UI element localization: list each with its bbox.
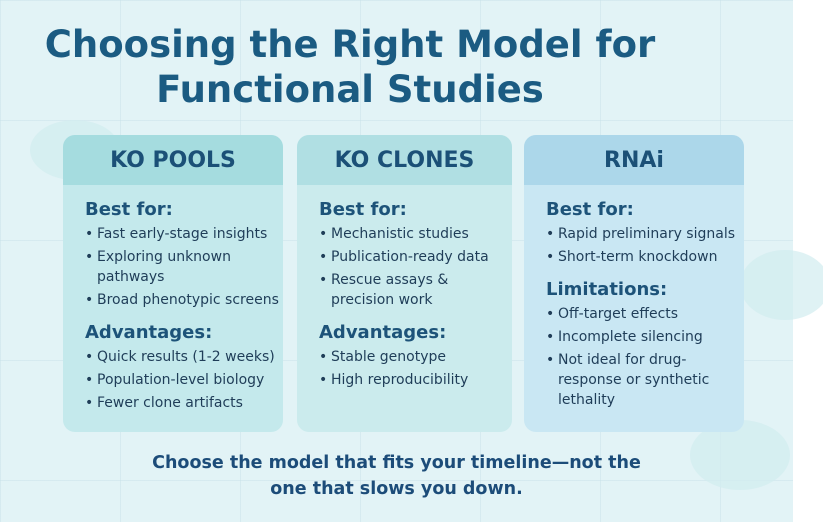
title-line: Choosing the Right Model for (44, 23, 656, 66)
list-item: Mechanistic studies (319, 224, 512, 244)
background-blob (740, 250, 823, 320)
bullet-list: Mechanistic studiesPublication-ready dat… (319, 224, 512, 310)
list-item: Incomplete silencing (546, 327, 744, 347)
list-item: Stable genotype (319, 347, 512, 367)
list-item: Fewer clone artifacts (85, 393, 283, 413)
list-item: Population-level biology (85, 370, 283, 390)
section-heading: Best for: (546, 199, 634, 220)
bullet-list: Stable genotypeHigh reproducibility (319, 347, 512, 390)
card-body: Best for: Mechanistic studiesPublication-… (297, 185, 512, 390)
list-item: Off-target effects (546, 304, 744, 324)
card-header: KO POOLS (63, 135, 283, 185)
section-heading: Best for: (85, 199, 173, 220)
list-item: Quick results (1-2 weeks) (85, 347, 283, 367)
bullet-list: Fast early-stage insightsExploring unkno… (85, 224, 283, 310)
list-item: Exploring unknown pathways (85, 247, 283, 287)
list-item: Not ideal for drug-response or synthetic… (546, 350, 744, 410)
bullet-list: Rapid preliminary signalsShort-term knoc… (546, 224, 744, 267)
section-heading: Advantages: (85, 322, 213, 343)
list-item: High reproducibility (319, 370, 512, 390)
bullet-list: Quick results (1-2 weeks) Population-leve… (85, 347, 283, 413)
card-body: Best for: Rapid preliminary signalsShort-… (524, 185, 744, 410)
list-item: Rapid preliminary signals (546, 224, 744, 244)
list-item: Fast early-stage insights (85, 224, 283, 244)
ko-pools-card: KO POOLS Best for: Fast early-stage insigh… (63, 135, 283, 432)
section-heading: Limitations: (546, 279, 668, 300)
section-heading: Best for: (319, 199, 407, 220)
title-line: Functional Studies (156, 68, 544, 111)
list-item: Broad phenotypic screens (85, 290, 283, 310)
bullet-list: Off-target effectsIncomplete silencingNo… (546, 304, 744, 410)
card-body: Best for: Fast early-stage insightsExplor… (63, 185, 283, 413)
footer-line: one that slows you down. (270, 479, 523, 499)
list-item: Publication-ready data (319, 247, 512, 267)
card-header: KO CLONES (297, 135, 512, 185)
ko-clones-card: KO CLONES Best for: Mechanistic studiesPub… (297, 135, 512, 432)
list-item: Short-term knockdown (546, 247, 744, 267)
footer-line: Choose the model that fits your timeline… (152, 453, 641, 473)
list-item: Rescue assays & precision work (319, 270, 512, 310)
section-heading: Advantages: (319, 322, 447, 343)
page-title: Choosing the Right Model for Functional … (0, 22, 700, 112)
card-header: RNAi (524, 135, 744, 185)
footer-tagline: Choose the model that fits your timeline… (0, 450, 793, 502)
